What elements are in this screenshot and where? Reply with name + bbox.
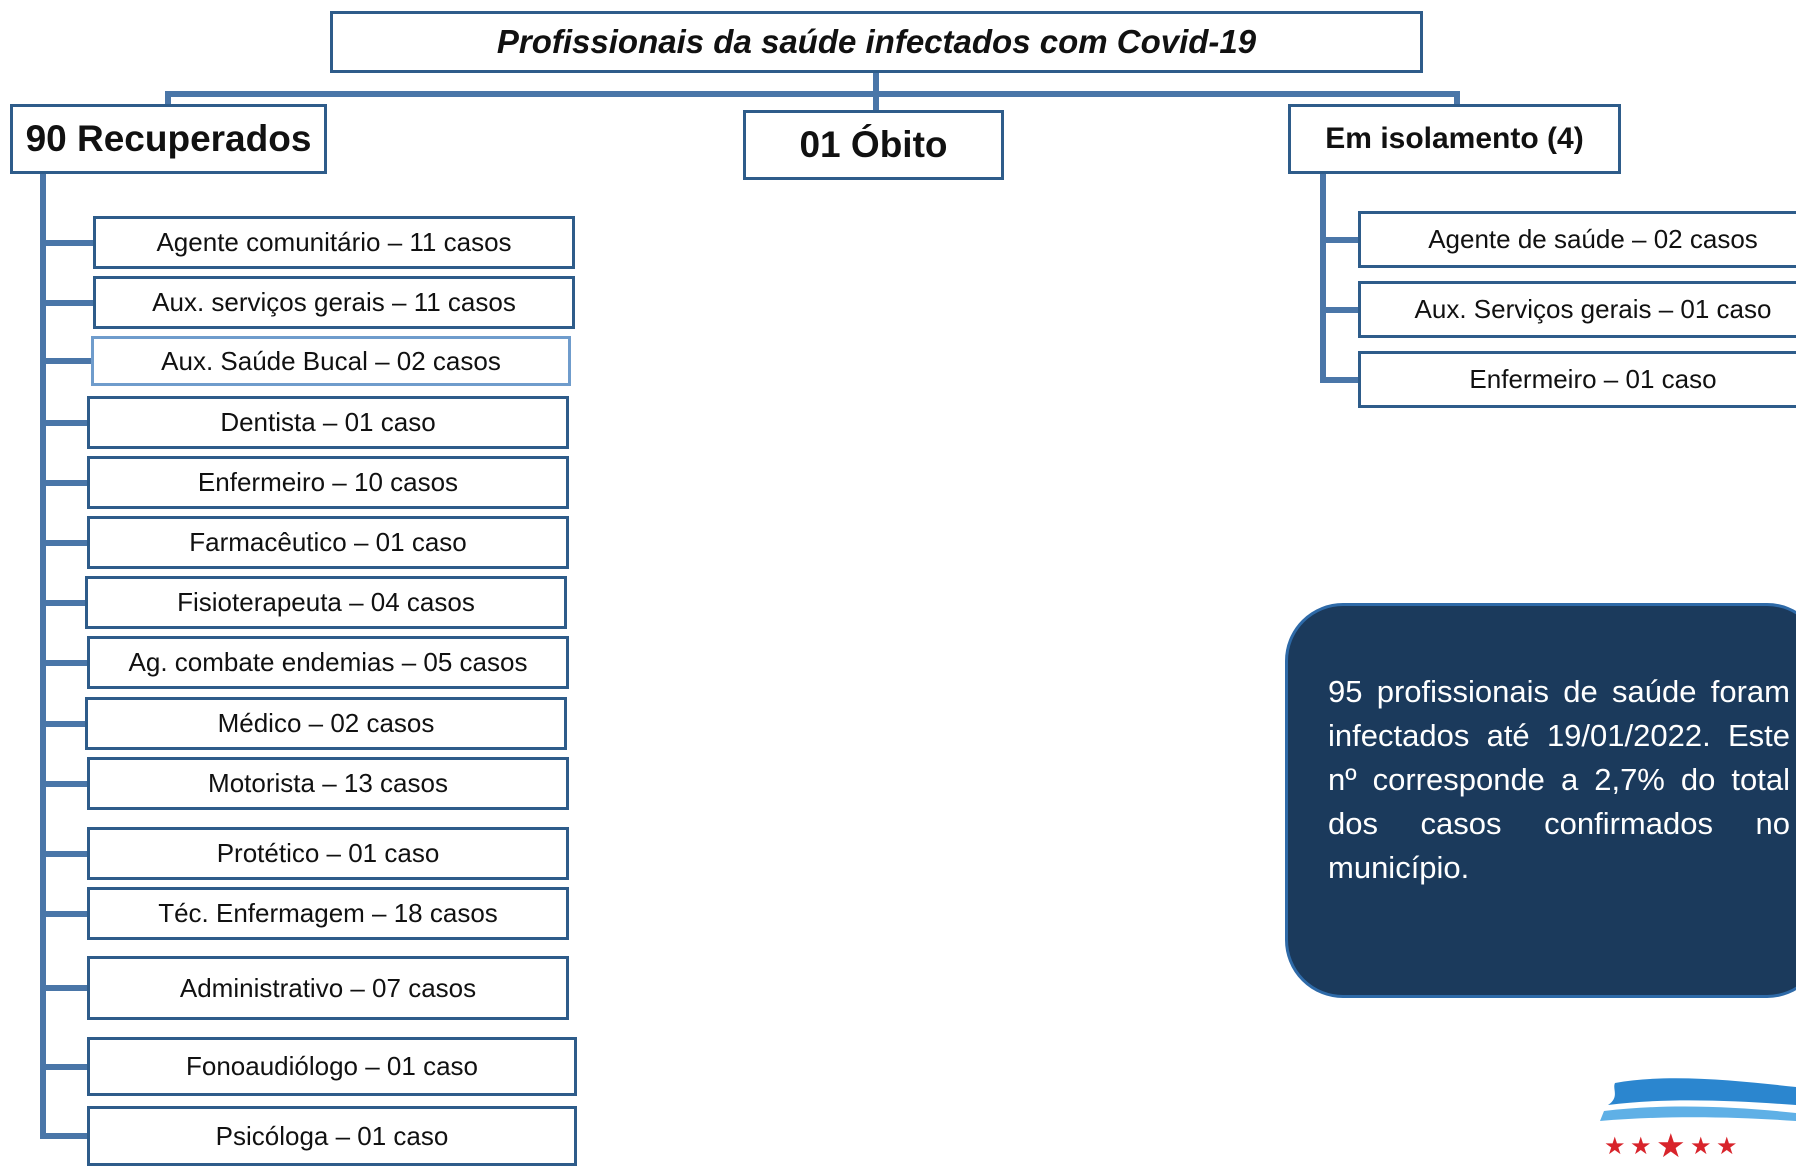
recovered-item: Aux. serviços gerais – 11 casos (93, 276, 575, 329)
recovered-category-box: 90 Recuperados (10, 104, 327, 174)
recovered-branch-connector (40, 419, 89, 426)
diagram-title: Profissionais da saúde infectados com Co… (330, 11, 1423, 73)
recovered-item: Téc. Enfermagem – 18 casos (87, 887, 569, 940)
svg-text:★: ★ (1690, 1132, 1712, 1160)
recovered-branch-connector (40, 720, 87, 727)
recovered-item: Administrativo – 07 casos (87, 956, 569, 1020)
recovered-item: Dentista – 01 caso (87, 396, 569, 449)
recovered-branch-connector (40, 985, 89, 991)
recovered-branch-connector (40, 539, 89, 546)
recovered-item: Agente comunitário – 11 casos (93, 216, 575, 269)
recovered-item: Psicóloga – 01 caso (87, 1106, 577, 1166)
recovered-branch-connector (40, 239, 95, 246)
recovered-branch-connector (40, 479, 89, 486)
isolation-spine (1320, 170, 1326, 378)
top-stem (873, 70, 879, 94)
isolation-branch-connector (1320, 236, 1360, 243)
recovered-branch-connector (40, 358, 93, 364)
recovered-branch-connector (40, 1133, 89, 1139)
summary-text: 95 profissionais de saúde foram infectad… (1328, 674, 1790, 885)
drop-recovered (165, 91, 171, 107)
recovered-branch-connector (40, 1063, 89, 1070)
svg-text:★: ★ (1656, 1126, 1686, 1160)
recovered-branch-connector (40, 599, 87, 606)
recovered-item: Enfermeiro – 10 casos (87, 456, 569, 509)
isolation-item: Enfermeiro – 01 caso (1358, 351, 1796, 408)
isolation-item: Agente de saúde – 02 casos (1358, 211, 1796, 268)
recovered-item: Protético – 01 caso (87, 827, 569, 880)
recovered-item: Farmacêutico – 01 caso (87, 516, 569, 569)
death-category-box: 01 Óbito (743, 110, 1004, 180)
recovered-item: Fisioterapeuta – 04 casos (85, 576, 567, 629)
star-icon: ★ ★ ★ ★ ★ (1604, 1126, 1738, 1165)
recovered-branch-connector (40, 850, 89, 857)
svg-text:★: ★ (1630, 1132, 1652, 1160)
drop-death (873, 91, 879, 113)
recovered-item: Ag. combate endemias – 05 casos (87, 636, 569, 689)
recovered-spine (40, 170, 46, 1136)
svg-text:★: ★ (1604, 1132, 1626, 1160)
recovered-item: Médico – 02 casos (85, 697, 567, 750)
isolation-branch-connector (1320, 306, 1360, 313)
recovered-branch-connector (40, 659, 89, 666)
isolation-item: Aux. Serviços gerais – 01 caso (1358, 281, 1796, 338)
recovered-branch-connector (40, 910, 89, 917)
summary-callout: 95 profissionais de saúde foram infectad… (1285, 603, 1796, 998)
top-horizontal-connector (165, 91, 1460, 97)
logo: ★ ★ ★ ★ ★ (1590, 1075, 1796, 1165)
recovered-branch-connector (40, 299, 95, 306)
svg-text:★: ★ (1716, 1132, 1738, 1160)
isolation-branch-connector (1320, 376, 1360, 383)
recovered-item: Fonoaudiólogo – 01 caso (87, 1037, 577, 1096)
recovered-item: Aux. Saúde Bucal – 02 casos (91, 336, 571, 386)
isolation-category-box: Em isolamento (4) (1288, 104, 1621, 174)
recovered-branch-connector (40, 780, 89, 787)
drop-isolation (1454, 91, 1460, 107)
recovered-item: Motorista – 13 casos (87, 757, 569, 810)
